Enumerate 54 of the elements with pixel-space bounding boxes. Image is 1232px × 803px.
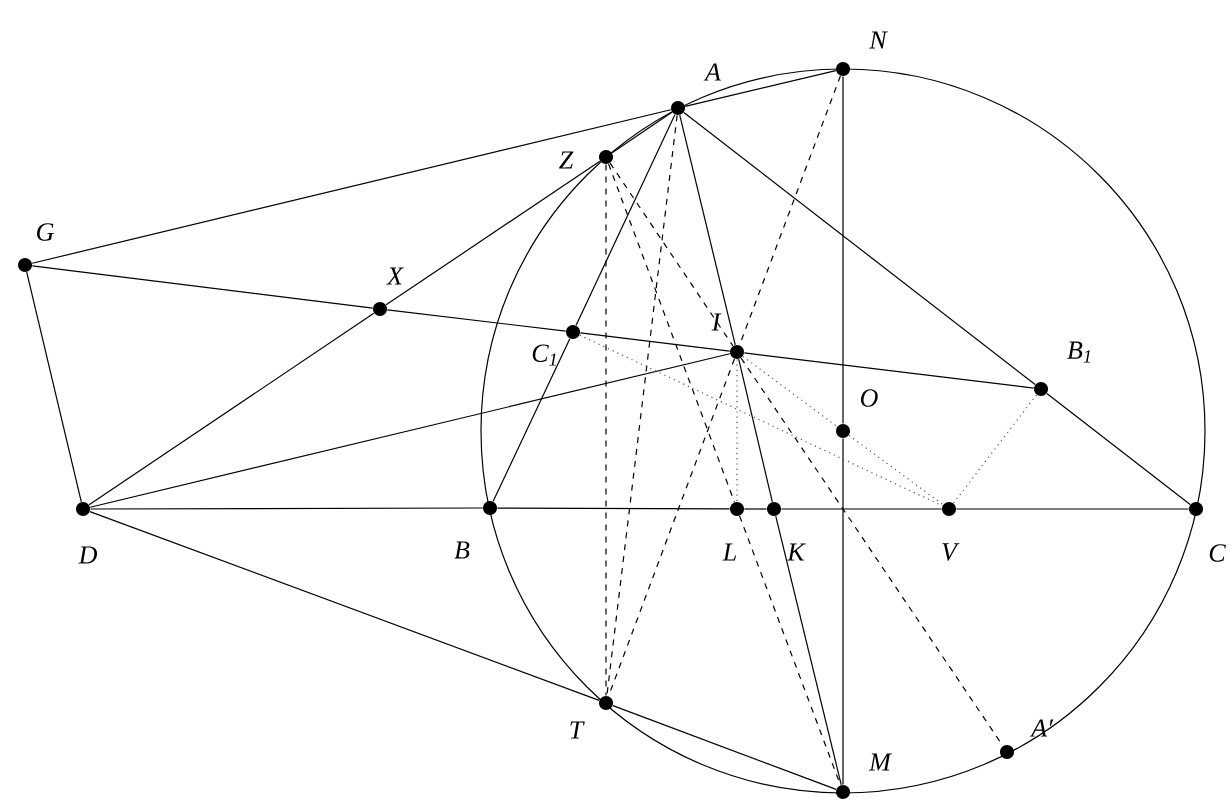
line-segment bbox=[848, 434, 944, 506]
line-segment bbox=[780, 508, 943, 510]
line-segment bbox=[89, 507, 484, 510]
point-label: L bbox=[722, 543, 736, 561]
point-label: G bbox=[37, 223, 54, 241]
line-segment bbox=[608, 358, 735, 697]
point-label: O bbox=[860, 389, 878, 407]
line-segment bbox=[31, 109, 672, 264]
line-segment bbox=[609, 162, 734, 347]
line-segment bbox=[26, 271, 82, 503]
line-segment bbox=[88, 312, 375, 506]
line-segment bbox=[31, 265, 374, 309]
point-label: T bbox=[570, 721, 585, 739]
line-segment bbox=[736, 358, 738, 503]
line-segment bbox=[612, 705, 837, 790]
point-label: I bbox=[711, 313, 722, 331]
line-segment bbox=[679, 114, 736, 346]
point-label: K bbox=[787, 543, 806, 561]
line-segment bbox=[743, 508, 768, 510]
point-label: B bbox=[454, 541, 470, 559]
line-segment bbox=[738, 358, 773, 503]
line-segment bbox=[608, 163, 736, 503]
line-segment bbox=[842, 437, 844, 786]
point-label: B$_{1}$ bbox=[1067, 341, 1091, 363]
line-segment bbox=[955, 508, 1190, 510]
line-segment bbox=[385, 160, 601, 306]
line-segment bbox=[842, 75, 844, 425]
point-label: N bbox=[869, 31, 888, 49]
line-segment bbox=[611, 111, 673, 154]
point-label: A bbox=[703, 63, 722, 81]
line-segment bbox=[684, 70, 837, 107]
line-segment bbox=[496, 507, 731, 510]
line-segment bbox=[606, 114, 678, 697]
line-segment bbox=[775, 515, 842, 786]
point-label: M bbox=[868, 753, 893, 771]
line-segment bbox=[89, 353, 731, 508]
point-label: Z bbox=[559, 151, 574, 169]
point-label: X bbox=[386, 267, 404, 285]
point-label: A′ bbox=[1029, 719, 1054, 737]
line-segment bbox=[579, 332, 731, 352]
line-segment bbox=[492, 338, 571, 502]
line-segment bbox=[89, 510, 600, 701]
point-label: V bbox=[942, 543, 960, 561]
line-segment bbox=[742, 355, 838, 428]
line-segment bbox=[743, 352, 1035, 389]
point-label: C bbox=[1209, 544, 1226, 562]
line-segment bbox=[683, 111, 1036, 386]
line-segment bbox=[386, 309, 567, 332]
line-segment bbox=[579, 334, 943, 507]
line-segment bbox=[575, 114, 676, 326]
line-segment bbox=[740, 357, 1004, 747]
point-label: D bbox=[78, 546, 97, 564]
line-segment bbox=[1046, 392, 1191, 506]
point-label: C$_{1}$ bbox=[532, 344, 556, 366]
